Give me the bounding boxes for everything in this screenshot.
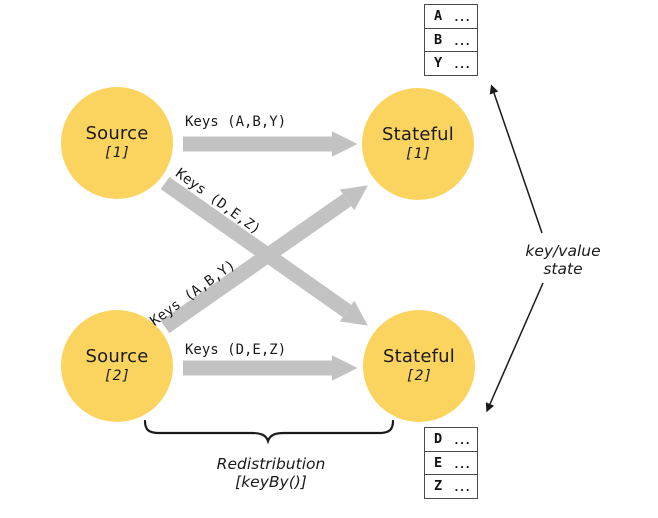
node-source-1-label: Source [85,123,149,144]
state-key: Z [434,478,443,495]
redistribution-brace [143,419,395,445]
arrow-state-to-bottom-table [485,282,544,413]
state-value: ... [453,434,471,448]
node-stateful-2: Stateful [2] [363,310,475,422]
annotation-key-value-state-line2: state [543,260,583,278]
state-table-row: D ... [425,428,477,452]
annotation-redistribution-line2: [keyBy()] [235,473,307,491]
state-value: ... [453,58,471,72]
node-source-1-index: [1] [103,145,131,161]
state-value: ... [453,34,471,48]
annotation-key-value-state-line1: key/value [525,242,601,260]
state-table-stateful-1: A ... B ... Y ... [424,4,478,76]
state-table-row: Z ... [425,475,477,498]
node-stateful-1-index: [1] [404,146,432,162]
state-key: D [434,431,443,448]
state-table-row: E ... [425,452,477,475]
node-source-2: Source [2] [61,310,173,422]
arrow-state-to-top-table [489,84,543,234]
node-stateful-1-label: Stateful [382,124,454,145]
annotation-key-value-state: key/value state [505,242,621,278]
state-value: ... [453,11,471,25]
state-table-row: B ... [425,29,477,52]
arrow-source1-to-stateful2 [160,176,368,326]
node-stateful-2-index: [2] [405,368,433,384]
node-stateful-1: Stateful [1] [362,88,474,200]
edge-label-source2-stateful2: Keys (D,E,Z) [185,342,287,358]
node-source-1: Source [1] [61,87,173,199]
arrow-source2-to-stateful1 [160,185,368,334]
state-key: Y [434,55,443,72]
state-key: E [434,454,443,471]
state-table-row: A ... [425,5,477,29]
state-value: ... [453,481,471,495]
state-key: A [434,8,443,25]
edge-label-source1-stateful1: Keys (A,B,Y) [185,114,287,130]
state-value: ... [453,457,471,471]
node-source-2-label: Source [85,346,149,367]
state-table-row: Y ... [425,52,477,75]
state-table-stateful-2: D ... E ... Z ... [424,427,478,499]
node-source-2-index: [2] [103,368,131,384]
annotation-redistribution-line1: Redistribution [216,455,326,473]
node-stateful-2-label: Stateful [383,346,455,367]
state-key: B [434,31,443,48]
annotation-redistribution: Redistribution [keyBy()] [191,455,351,491]
